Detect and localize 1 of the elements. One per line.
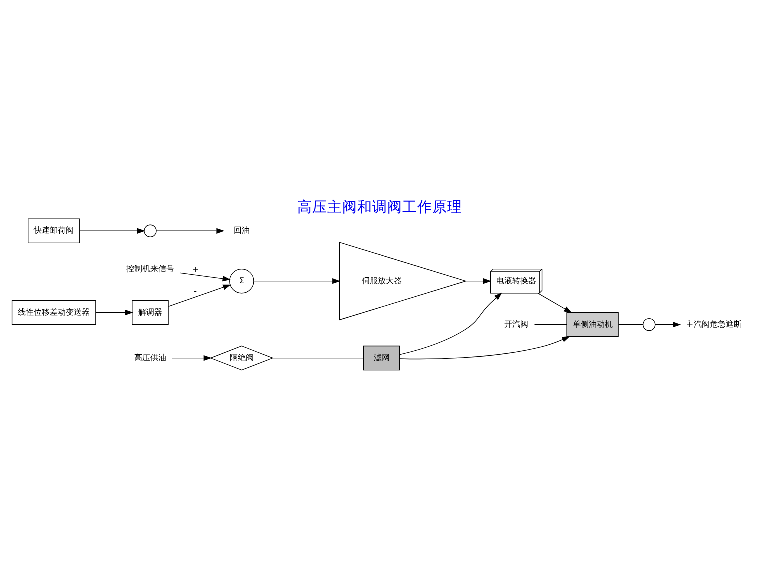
diagram-title: 高压主阀和调阀工作原理 [298,199,463,216]
